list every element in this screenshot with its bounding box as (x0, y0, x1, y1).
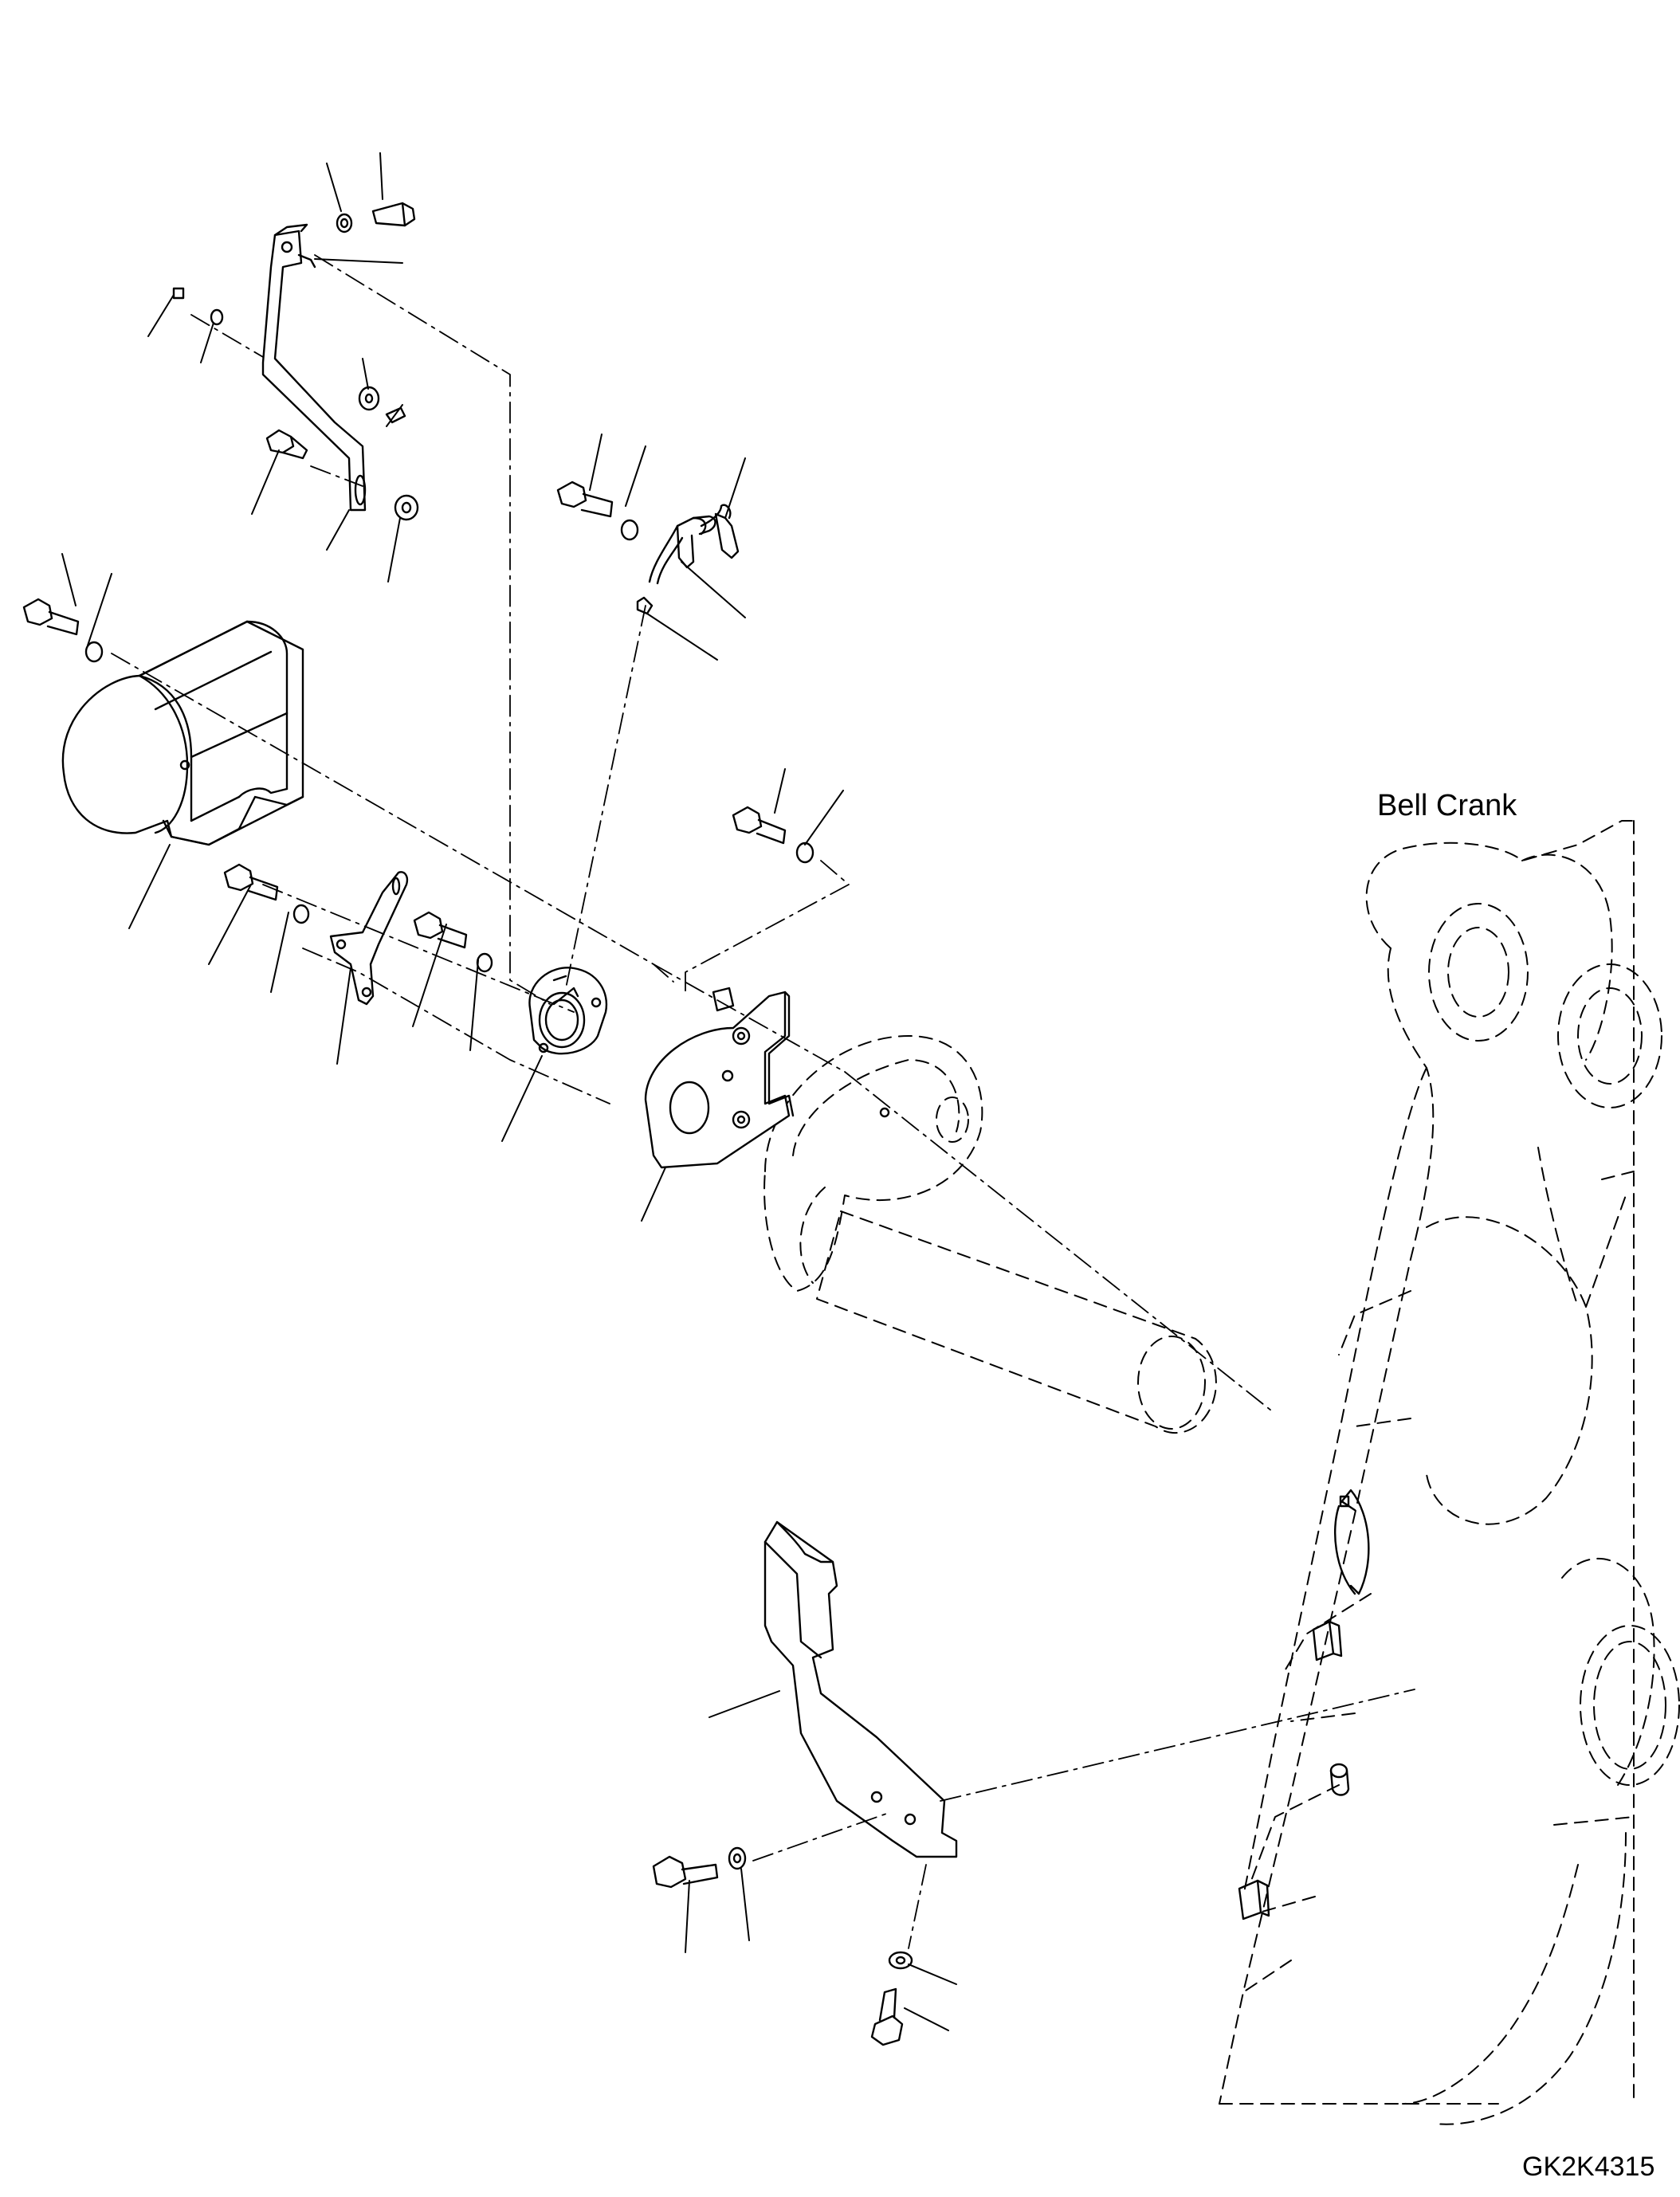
leader-lines (61, 152, 957, 2031)
sensor-cover (61, 620, 304, 846)
sensor-mounting-plate (644, 987, 795, 1169)
angle-sensor (528, 967, 608, 1055)
bell-crank (1219, 820, 1680, 2125)
lower-stop-bracket (763, 1520, 958, 1858)
fasteners (22, 202, 913, 2046)
assembly-lines (111, 254, 1415, 1949)
link-bracket (329, 871, 409, 1006)
bell-crank-pads (1238, 1489, 1370, 1920)
bell-crank-label: Bell Crank (1377, 789, 1517, 822)
drawing-code: GK2K4315 (1522, 2152, 1655, 2182)
sensor-lever-arm (261, 223, 367, 512)
pivot-pin (763, 1035, 1217, 1434)
